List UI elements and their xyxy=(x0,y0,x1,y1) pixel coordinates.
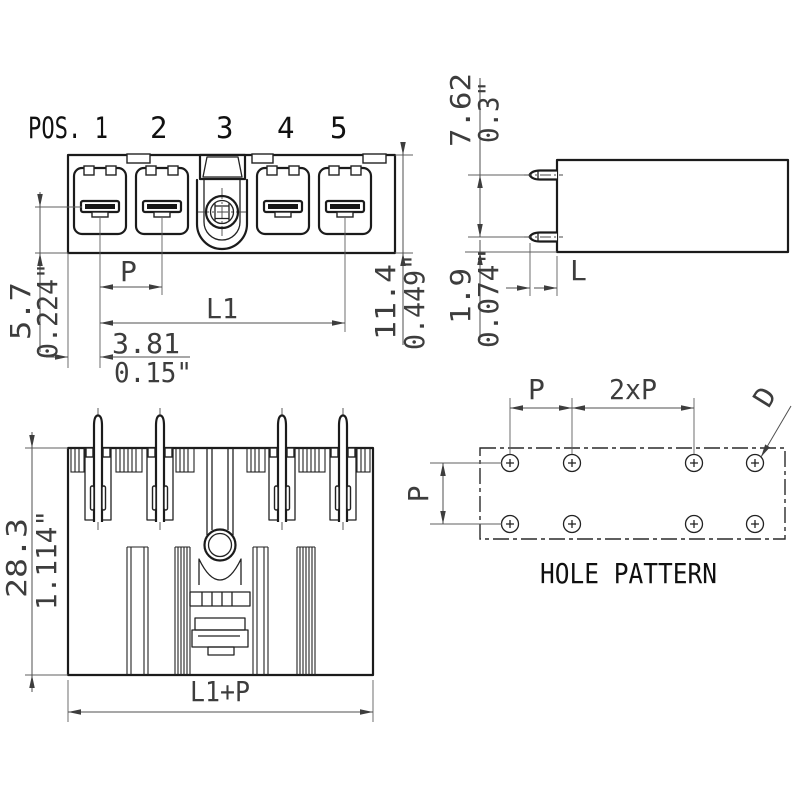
clamp-slot-bar xyxy=(330,204,360,209)
screw-slot xyxy=(214,203,230,221)
opening-tooth xyxy=(83,165,95,176)
dim-length-label: L xyxy=(570,254,587,287)
dim-half-pitch-in: 0.15" xyxy=(114,356,192,389)
pos-row-label: POS. 1 xyxy=(28,111,108,145)
opening-tooth xyxy=(266,165,278,176)
holes xyxy=(500,453,765,534)
dim-pitch-label: P xyxy=(120,255,137,288)
dim-hole-double-pitch-label: 2xP xyxy=(609,373,657,406)
opening-outline xyxy=(255,166,311,236)
dim-height-mm: 11.4 xyxy=(369,264,402,340)
pos-label-2: 2 xyxy=(150,111,167,145)
opening-tooth xyxy=(105,165,117,176)
dim-pin-offset-mm: 1.9 xyxy=(444,268,477,324)
dim-pin-pitch-in: 0.3" xyxy=(472,81,505,143)
top-edge-notch xyxy=(362,153,387,164)
front-view-body xyxy=(66,446,375,677)
dim-pin-offset-in: 0.074" xyxy=(472,248,505,348)
dim-hole-pitch-label: P xyxy=(528,373,545,406)
dim-front-height-in: 1.114" xyxy=(30,510,63,610)
dim-front-height-mm: 28.3 xyxy=(0,518,33,598)
screw-head xyxy=(204,194,240,230)
castellation-hatch xyxy=(70,447,371,473)
dim-hole-diameter-label: D xyxy=(746,381,783,413)
clamp-slot-bar xyxy=(147,204,177,209)
clamp-slot-bar xyxy=(268,204,298,209)
clamp-slot-bar xyxy=(85,204,115,209)
hole-diameter-leader xyxy=(760,405,792,458)
top-view: POS. 1 2 3 4 5 xyxy=(4,111,431,389)
dim-front-width-label: L1+P xyxy=(190,675,250,708)
front-grooves xyxy=(126,546,316,675)
clamp-slot-tab xyxy=(274,211,292,218)
contact-opening-1 xyxy=(72,165,128,236)
screw-pocket xyxy=(195,178,249,251)
pos3-recess-bevel xyxy=(202,156,243,178)
pos-label-5: 5 xyxy=(330,111,347,145)
opening-tooth xyxy=(145,165,157,176)
dim-l1-label: L1 xyxy=(206,292,238,325)
hole-pattern: P 2xP P D HOLE PATTERN xyxy=(402,373,792,590)
screw-head-inner xyxy=(209,199,235,225)
clamp-slot-tab xyxy=(153,211,171,218)
hole-pattern-outline xyxy=(479,447,786,540)
dim-height-in: 0.449" xyxy=(398,254,431,350)
pocket-outline xyxy=(195,178,249,251)
clamp-slot-tab xyxy=(91,211,109,218)
opening-tooth xyxy=(328,165,340,176)
dim-half-pitch-mm: 3.81 xyxy=(112,327,180,360)
clamp-slot-tab xyxy=(336,211,354,218)
opening-tooth xyxy=(350,165,362,176)
pocket-inner xyxy=(203,180,241,241)
top-edge-notch xyxy=(126,153,151,164)
top-edge-notch xyxy=(251,153,274,164)
side-view-body xyxy=(555,158,790,254)
pos3-recess xyxy=(198,153,247,181)
dim-offset-mm: 5.7 xyxy=(4,282,37,340)
dim-hole-row-pitch-label: P xyxy=(402,486,435,503)
hole-pattern-title: HOLE PATTERN xyxy=(540,557,717,590)
contact-opening-5 xyxy=(317,165,373,236)
side-view: 7.62 0.3" 1.9 0.074" L xyxy=(444,73,790,348)
dim-pin-pitch-mm: 7.62 xyxy=(444,73,477,147)
pos-label-3: 3 xyxy=(216,111,233,145)
contact-opening-4 xyxy=(255,165,311,236)
front-pins xyxy=(89,408,352,530)
pos-label-4: 4 xyxy=(277,111,294,145)
front-view: 28.3 1.114" L1+P xyxy=(0,408,375,722)
dim-offset-in: 0.224" xyxy=(31,263,64,359)
opening-tooth xyxy=(167,165,179,176)
front-screw-and-latch xyxy=(189,528,251,656)
opening-tooth xyxy=(288,165,300,176)
center-chamber xyxy=(206,448,234,535)
